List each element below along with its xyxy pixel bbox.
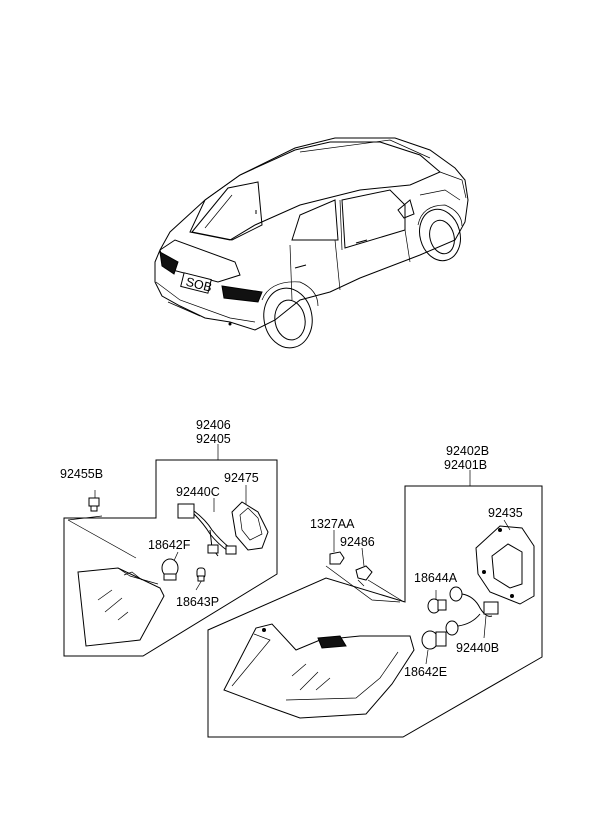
right-packing-part: [475, 525, 535, 605]
right-grommet-label: 92486: [340, 535, 375, 549]
left-assembly-number-b: 92405: [196, 432, 231, 446]
left-assembly-number-a: 92406: [196, 418, 231, 432]
right-bulb-large-label: 18642E: [404, 665, 447, 679]
left-packing-part: [231, 501, 269, 551]
left-screw-part: [88, 497, 100, 512]
left-socket-wiring-label: 92440C: [176, 485, 220, 499]
left-screw-label: 92455B: [60, 467, 103, 481]
right-assembly-frame: [207, 485, 543, 738]
right-packing-label: 92435: [488, 506, 523, 520]
right-bulb-large-part: [421, 630, 447, 650]
car-illustration: SOB: [154, 137, 469, 349]
right-assembly-group: 92402B 92401B 1327AA 92486 92435 18644A …: [207, 444, 543, 738]
left-lamp-part: [77, 567, 165, 647]
right-assembly-number-a: 92402B: [446, 444, 489, 458]
left-bulb-large-label: 18642F: [148, 538, 191, 552]
right-bulb-small-part: [427, 598, 447, 614]
left-bulb-small-part: [196, 567, 206, 582]
right-nut-label: 1327AA: [310, 517, 355, 531]
left-packing-label: 92475: [224, 471, 259, 485]
right-nut-part: [329, 551, 345, 565]
license-plate-text: SOB: [184, 275, 213, 295]
right-grommet-part: [355, 565, 373, 587]
right-assembly-number-b: 92401B: [444, 458, 487, 472]
right-lamp-part: [223, 623, 415, 719]
right-socket-wiring-part: [445, 586, 499, 636]
right-bulb-small-label: 18644A: [414, 571, 458, 585]
left-bulb-small-label: 18643P: [176, 595, 219, 609]
left-socket-wiring-part: [177, 503, 237, 557]
right-socket-wiring-label: 92440B: [456, 641, 499, 655]
left-bulb-large-part: [161, 558, 179, 581]
left-assembly-group: 92406 92405 92455B 92440C 92475 18642F 1…: [60, 418, 278, 657]
license-plate: [180, 272, 212, 294]
left-assembly-frame: [63, 459, 278, 657]
